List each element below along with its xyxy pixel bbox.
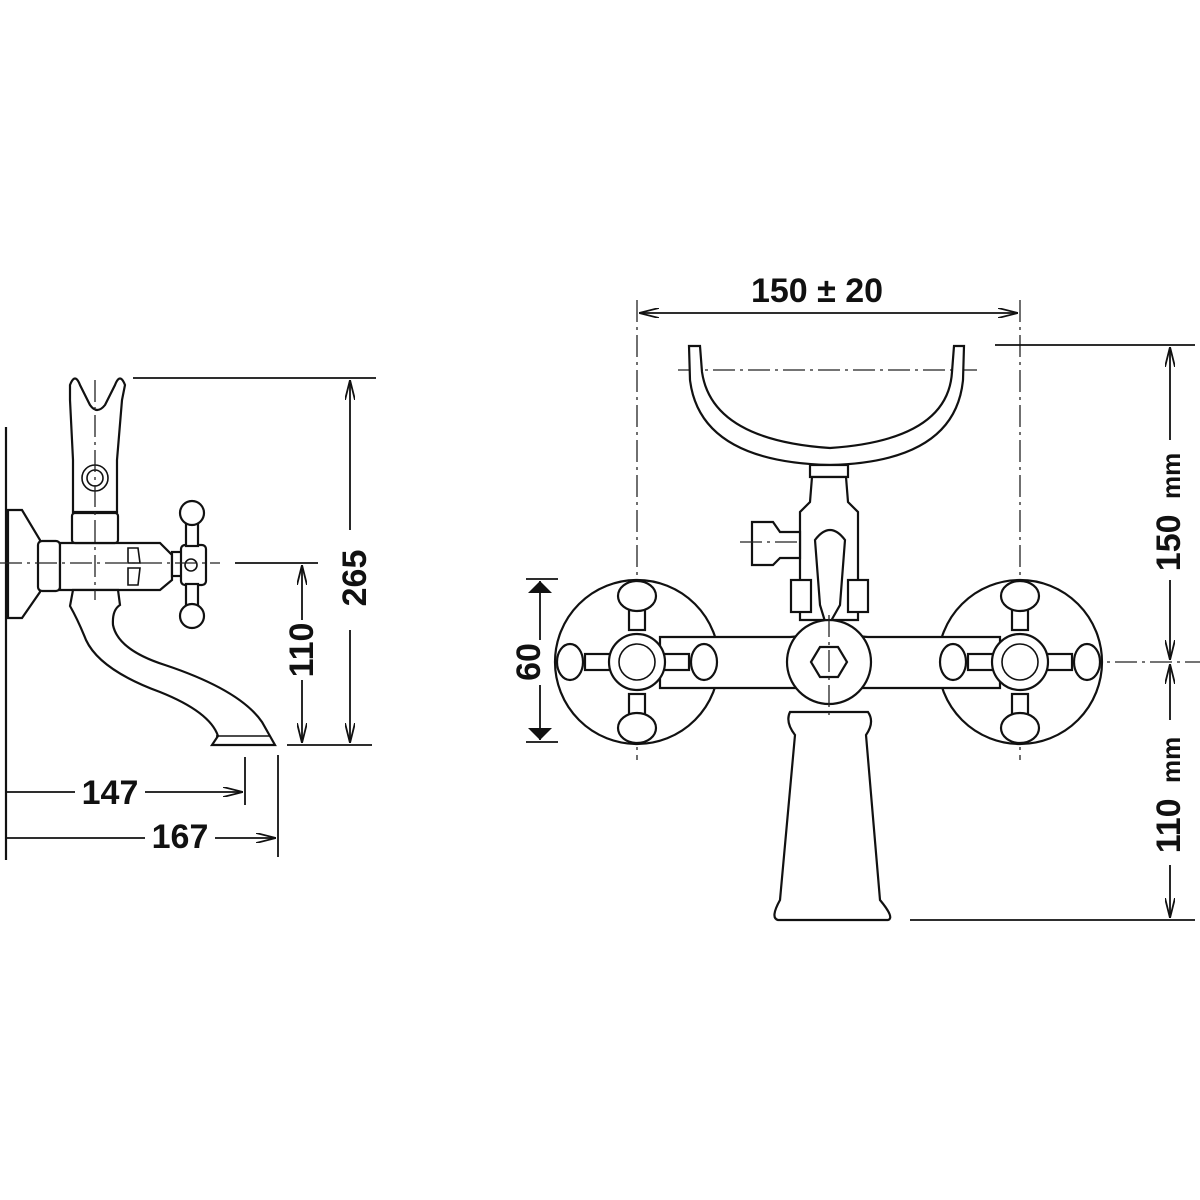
dim-centers: 150 ± 20: [751, 272, 883, 310]
dim-total-height: 265: [336, 550, 374, 607]
knob: [689, 642, 719, 682]
dim-total-depth: 167: [152, 818, 209, 856]
spout: [68, 588, 277, 747]
column-nut-left: [789, 578, 813, 614]
shower-holder: [68, 377, 127, 514]
knob: [555, 642, 585, 682]
handle-knob-bottom: [178, 602, 206, 630]
dim-lower: 110 mm: [1150, 737, 1188, 854]
knob: [999, 579, 1041, 613]
front-view: 150 ± 20 60 150 mm 110 mm: [510, 272, 1200, 922]
shower-cradle: [687, 344, 966, 467]
cradle-neck: [808, 463, 850, 479]
dim-lower-unit: mm: [1156, 737, 1186, 783]
handle-right[interactable]: [938, 579, 1102, 745]
arm: [583, 652, 612, 672]
side-view: 265 110 147 167: [0, 377, 376, 860]
dim-spout-reach: 147: [82, 774, 139, 812]
knob: [999, 711, 1041, 745]
spout-front: [773, 710, 892, 922]
dim-upper: 150 mm: [1150, 453, 1188, 571]
arm: [1045, 652, 1074, 672]
knob: [938, 642, 968, 682]
dim-lower-value: 110: [1150, 798, 1188, 853]
hub: [607, 632, 667, 692]
knob: [616, 711, 658, 745]
knob: [1072, 642, 1102, 682]
wall-flange: [6, 508, 42, 620]
arm: [662, 652, 691, 672]
dim-upper-value: 150: [1150, 514, 1188, 571]
dim-upper-unit: mm: [1156, 453, 1186, 499]
wall-nut: [36, 539, 62, 593]
handle-knob-top: [178, 499, 206, 527]
knob: [616, 579, 658, 613]
hub: [990, 632, 1050, 692]
hose-outlet: [750, 520, 802, 567]
dim-spout-height: 110: [283, 623, 321, 678]
handle-left[interactable]: [555, 579, 719, 745]
dim-flange: 60: [510, 643, 548, 681]
column-nut-right: [846, 578, 870, 614]
mixer-body: [58, 541, 174, 592]
arm: [966, 652, 995, 672]
